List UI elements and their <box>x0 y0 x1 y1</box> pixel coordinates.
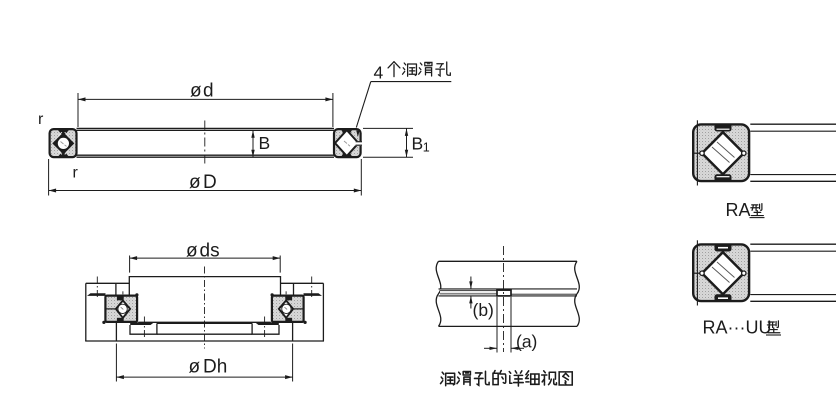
svg-text:ø: ø <box>189 172 201 193</box>
svg-text:B: B <box>259 133 271 153</box>
svg-text:(b): (b) <box>473 300 494 320</box>
svg-text:RA: RA <box>726 200 751 220</box>
svg-text:Dh: Dh <box>203 357 227 378</box>
svg-text:RA···UU: RA···UU <box>703 318 772 338</box>
svg-text:r: r <box>73 165 79 182</box>
svg-text:ø: ø <box>190 81 202 102</box>
svg-text:r: r <box>38 111 44 128</box>
svg-text:1: 1 <box>423 141 430 155</box>
svg-text:d: d <box>203 81 214 102</box>
svg-text:ø: ø <box>189 357 201 378</box>
svg-text:D: D <box>203 172 217 193</box>
svg-text:ø: ø <box>186 241 198 262</box>
svg-text:(a): (a) <box>516 332 537 352</box>
svg-text:4: 4 <box>374 62 384 82</box>
svg-text:ds: ds <box>200 241 220 262</box>
svg-text:B: B <box>412 133 424 153</box>
